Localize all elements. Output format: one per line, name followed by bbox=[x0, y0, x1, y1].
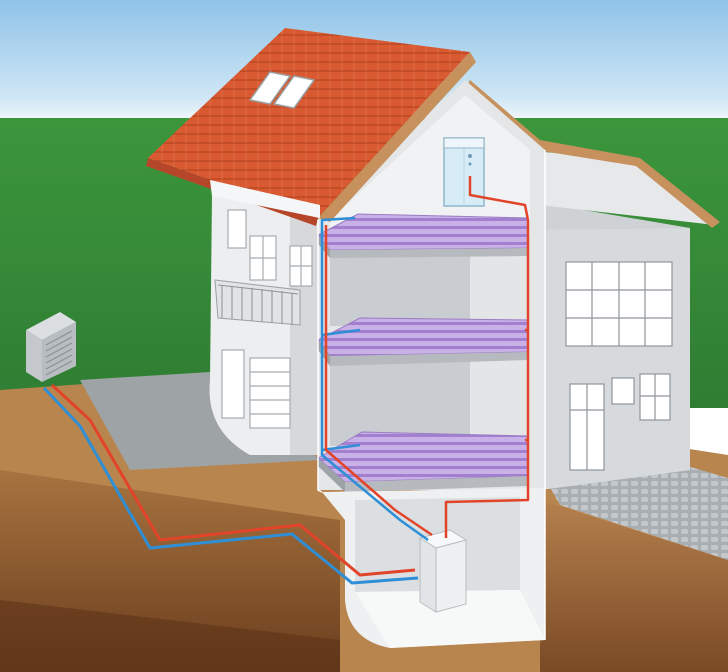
floor-attic bbox=[318, 214, 528, 258]
floor-first bbox=[318, 318, 528, 366]
indoor-storage-unit-icon bbox=[420, 530, 466, 612]
interior-wall-light2 bbox=[470, 356, 530, 446]
interior-wall-light bbox=[470, 248, 530, 326]
floor-ground bbox=[318, 432, 528, 492]
